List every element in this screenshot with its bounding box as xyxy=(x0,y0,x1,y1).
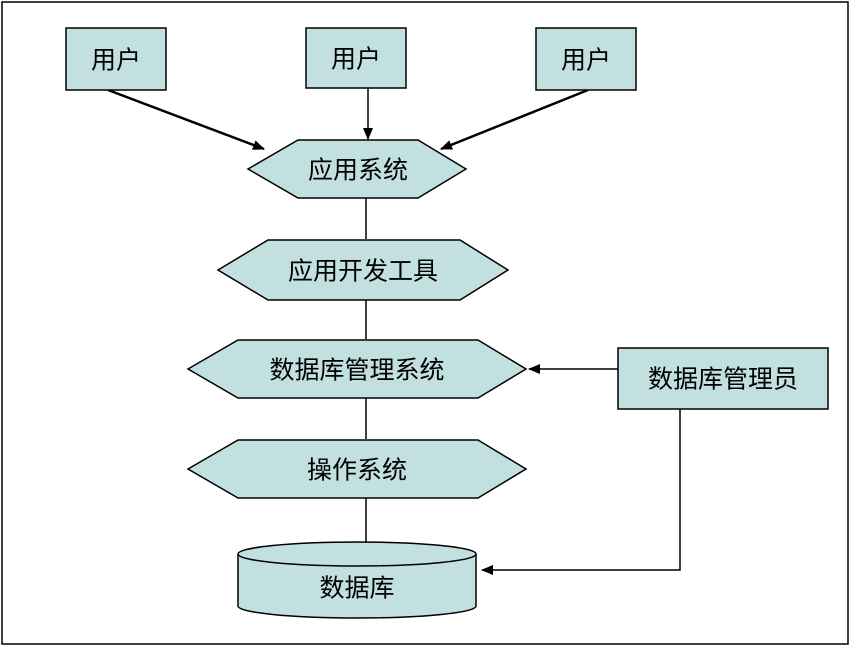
application-system-label: 应用系统 xyxy=(308,156,408,185)
database-label: 数据库 xyxy=(319,574,394,603)
user-box-left: 用户 xyxy=(65,27,167,91)
dev-tools-label: 应用开发工具 xyxy=(288,257,438,286)
user-box-center: 用户 xyxy=(305,27,407,89)
application-system-node: 应用系统 xyxy=(246,139,468,199)
dbms-label: 数据库管理系统 xyxy=(269,356,444,385)
connectors xyxy=(107,88,681,575)
user-box-center-label: 用户 xyxy=(331,45,381,74)
dba-box: 数据库管理员 xyxy=(617,347,829,410)
dba-label: 数据库管理员 xyxy=(648,365,798,394)
edge-dba-to-database xyxy=(481,409,681,575)
user-box-right-label: 用户 xyxy=(561,46,611,75)
dbms-node: 数据库管理系统 xyxy=(186,339,528,399)
user-box-right: 用户 xyxy=(535,27,637,91)
database-node: 数据库 xyxy=(237,541,477,619)
os-label: 操作系统 xyxy=(307,456,407,485)
user-box-left-label: 用户 xyxy=(91,46,141,75)
edge-user-right-to-app xyxy=(440,88,589,151)
dev-tools-node: 应用开发工具 xyxy=(216,239,510,301)
os-node: 操作系统 xyxy=(186,439,528,499)
edge-user-left-to-app xyxy=(107,88,265,151)
